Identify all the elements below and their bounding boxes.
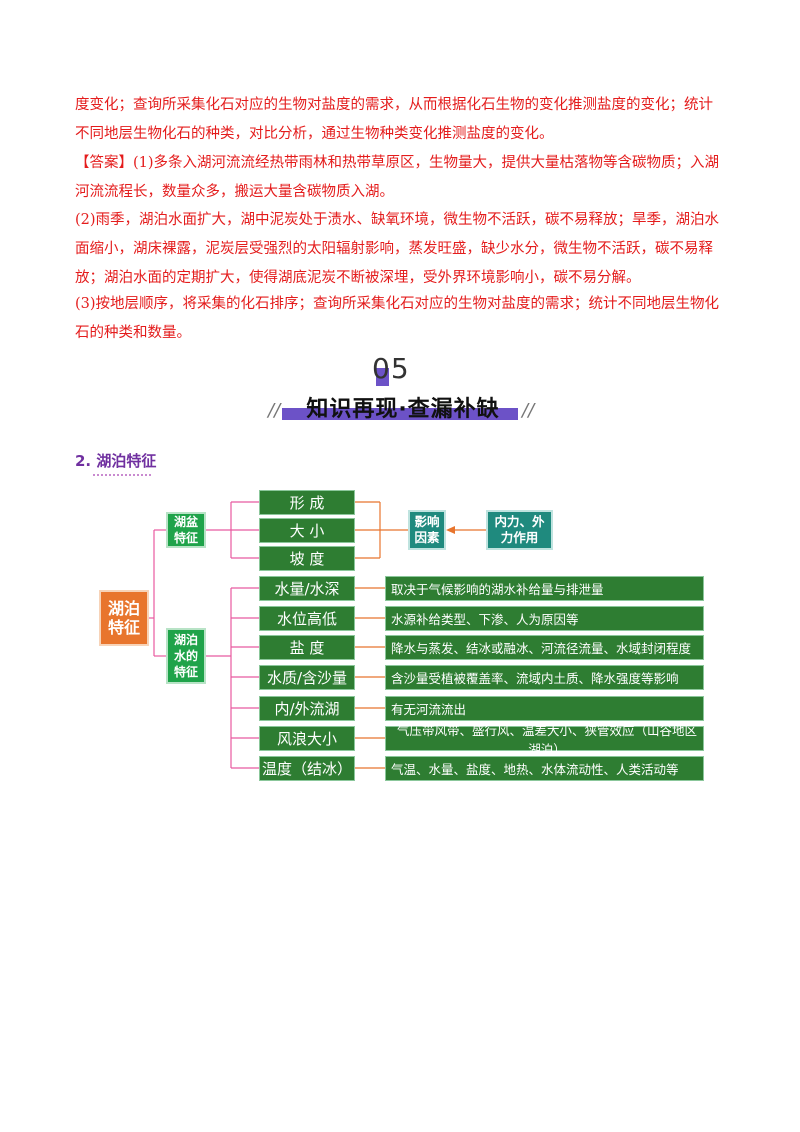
- water-desc-volume: 取决于气候影响的湖水补给量与排泄量: [385, 576, 704, 601]
- subsection-heading: 2. 湖泊特征: [75, 452, 157, 470]
- decorative-slashes-left: //: [268, 400, 281, 421]
- water-desc-waves: 气压带风带、盛行风、温差大小、狭管效应（山谷地区湖泊）: [385, 723, 704, 757]
- decorative-slashes-right: //: [522, 400, 535, 421]
- basin-item-slope: 坡 度: [259, 546, 355, 571]
- section-title: 知识再现·查漏补缺: [306, 397, 500, 422]
- section-title-highlight: [282, 408, 518, 420]
- answer-1-text: (1)多条入湖河流流经热带雨林和热带草原区，生物量大，提供大量枯落物等含碳物质；…: [75, 155, 720, 200]
- node-influencing-factors: 影响因素: [408, 510, 446, 550]
- water-desc-temperature: 气温、水量、盐度、地热、水体流动性、人类活动等: [385, 756, 704, 781]
- water-desc-quality: 含沙量受植被覆盖率、流域内土质、降水强度等影响: [385, 665, 704, 690]
- section-number: 05: [372, 352, 410, 385]
- water-item-waves: 风浪大小: [259, 726, 355, 751]
- water-item-quality: 水质/含沙量: [259, 665, 355, 690]
- basin-item-formation: 形 成: [259, 490, 355, 515]
- water-item-level: 水位高低: [259, 606, 355, 631]
- basin-item-size: 大 小: [259, 518, 355, 543]
- answer-label: 【答案】: [75, 155, 133, 171]
- water-desc-level: 水源补给类型、下渗、人为原因等: [385, 606, 704, 631]
- water-item-volume: 水量/水深: [259, 576, 355, 601]
- paragraph-salinity-analysis: 度变化；查询所采集化石对应的生物对盐度的需求，从而根据化石生物的变化推测盐度的变…: [75, 97, 713, 142]
- water-item-salinity: 盐 度: [259, 635, 355, 660]
- node-internal-external-forces: 内力、外力作用: [486, 510, 553, 550]
- node-basin-features: 湖盆特征: [166, 512, 206, 548]
- water-desc-drainage: 有无河流流出: [385, 696, 704, 721]
- water-item-drainage: 内/外流湖: [259, 696, 355, 721]
- root-node-lake-features: 湖泊特征: [99, 590, 149, 646]
- paragraph-answer-3: (3)按地层顺序，将采集的化石排序；查询所采集化石对应的生物对盐度的需求；统计不…: [75, 296, 720, 341]
- node-water-features: 湖泊水的特征: [166, 628, 206, 684]
- paragraph-answer-1: 【答案】(1)多条入湖河流流经热带雨林和热带草原区，生物量大，提供大量枯落物等含…: [75, 149, 725, 207]
- heading-wavy-underline: [93, 470, 151, 476]
- section-number-accent: [376, 368, 389, 386]
- water-item-temperature: 温度（结冰）: [259, 756, 355, 781]
- water-desc-salinity: 降水与蒸发、结冰或融冰、河流径流量、水域封闭程度: [385, 635, 704, 660]
- paragraph-answer-2: (2)雨季，湖泊水面扩大，湖中泥炭处于渍水、缺氧环境，微生物不活跃，碳不易释放；…: [75, 212, 720, 286]
